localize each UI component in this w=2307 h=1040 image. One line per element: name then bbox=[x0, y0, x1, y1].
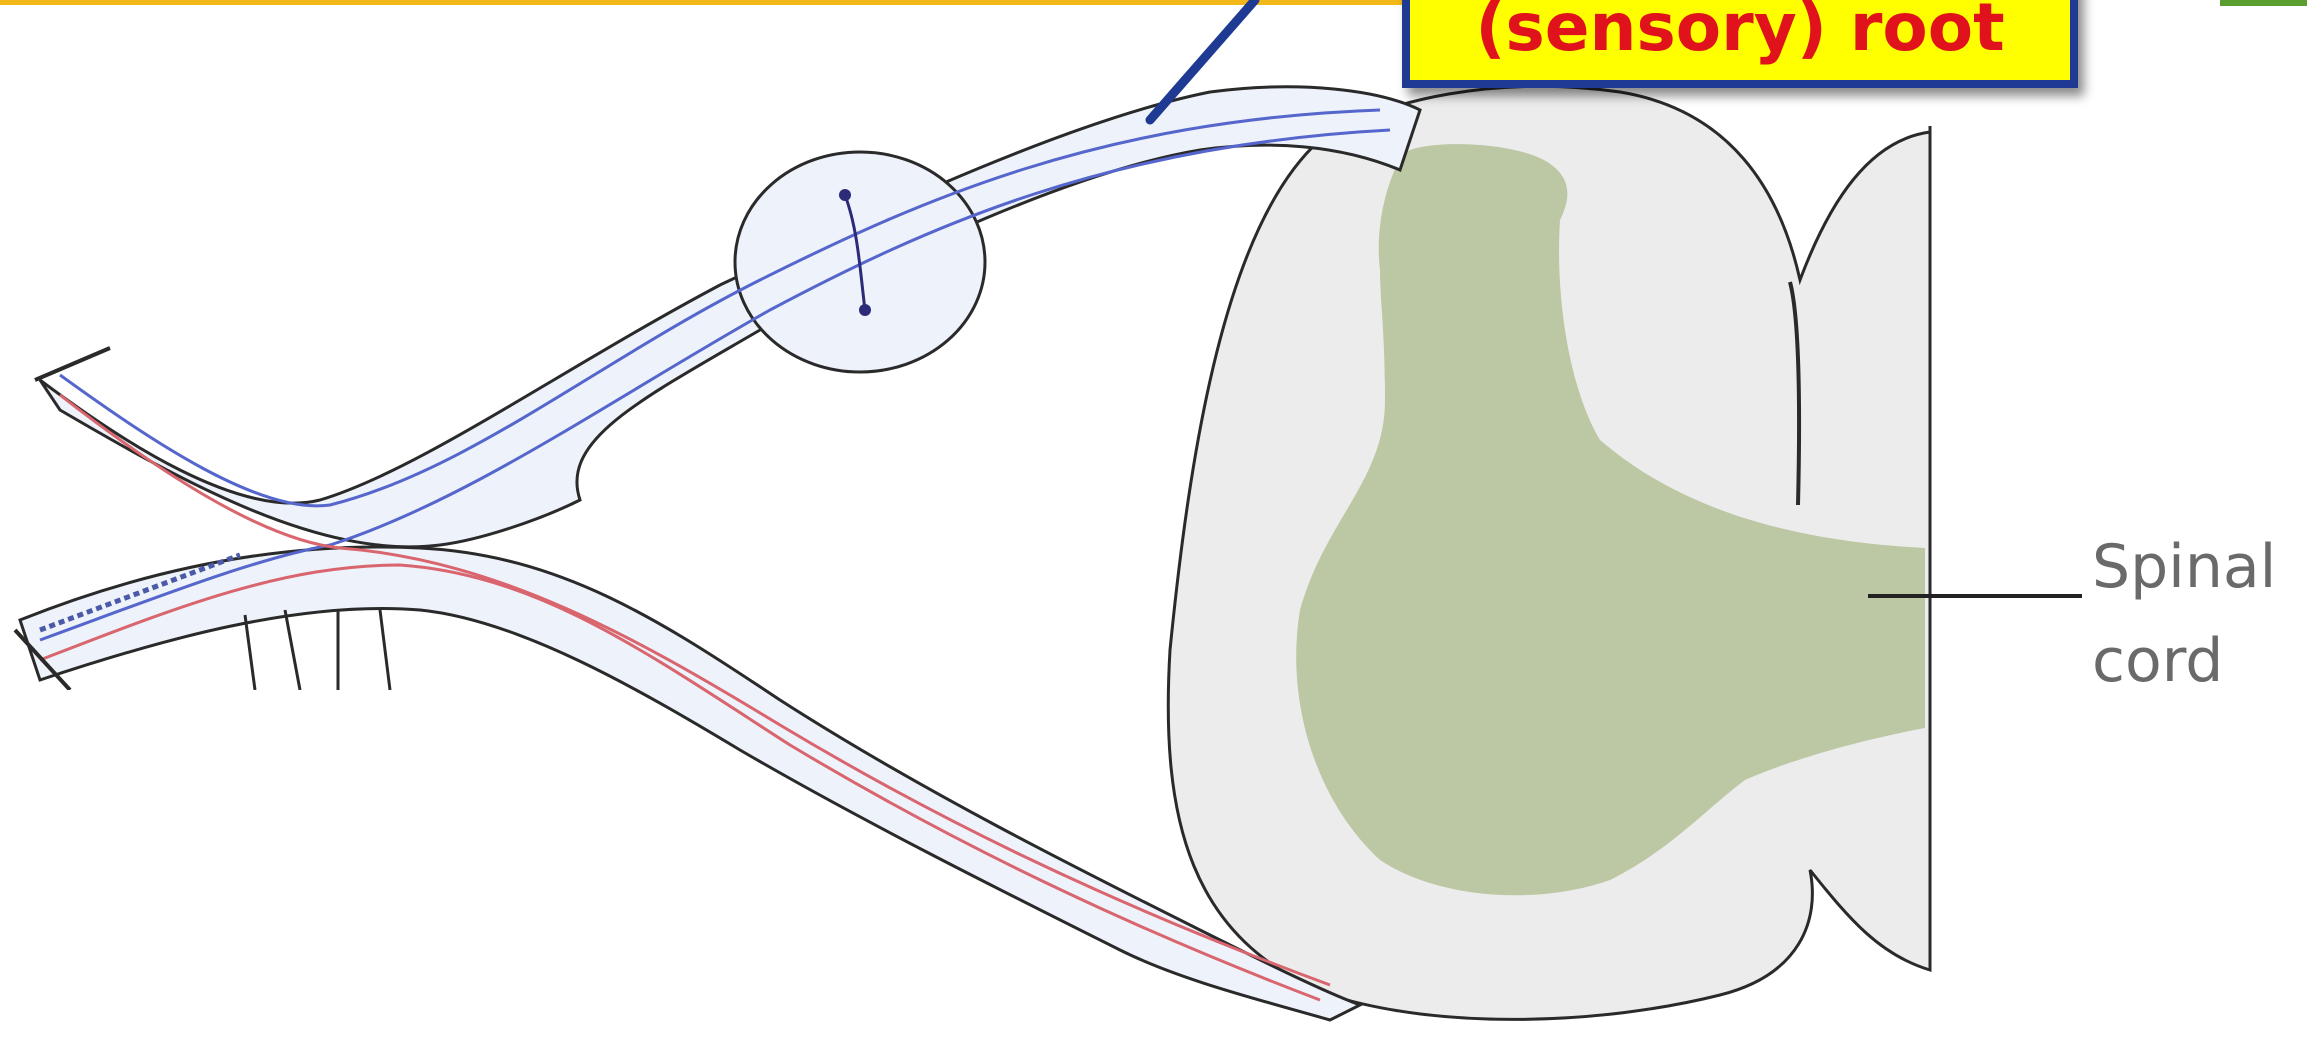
nerve-cut-end-top bbox=[35, 348, 110, 380]
spinal-cord-label: Spinal cord bbox=[2092, 520, 2292, 708]
top-bar-green bbox=[2220, 0, 2307, 6]
rami-stubs bbox=[245, 610, 390, 690]
spinal-cord bbox=[1168, 86, 1930, 1019]
root-callout-box: (sensory) root bbox=[1402, 0, 2078, 88]
root-callout-text: (sensory) root bbox=[1410, 0, 2070, 66]
spinal-cord-label-line2: cord bbox=[2092, 614, 2292, 708]
spinal-cord-label-line1: Spinal bbox=[2092, 520, 2292, 614]
image-crop-mask bbox=[0, 690, 430, 1040]
